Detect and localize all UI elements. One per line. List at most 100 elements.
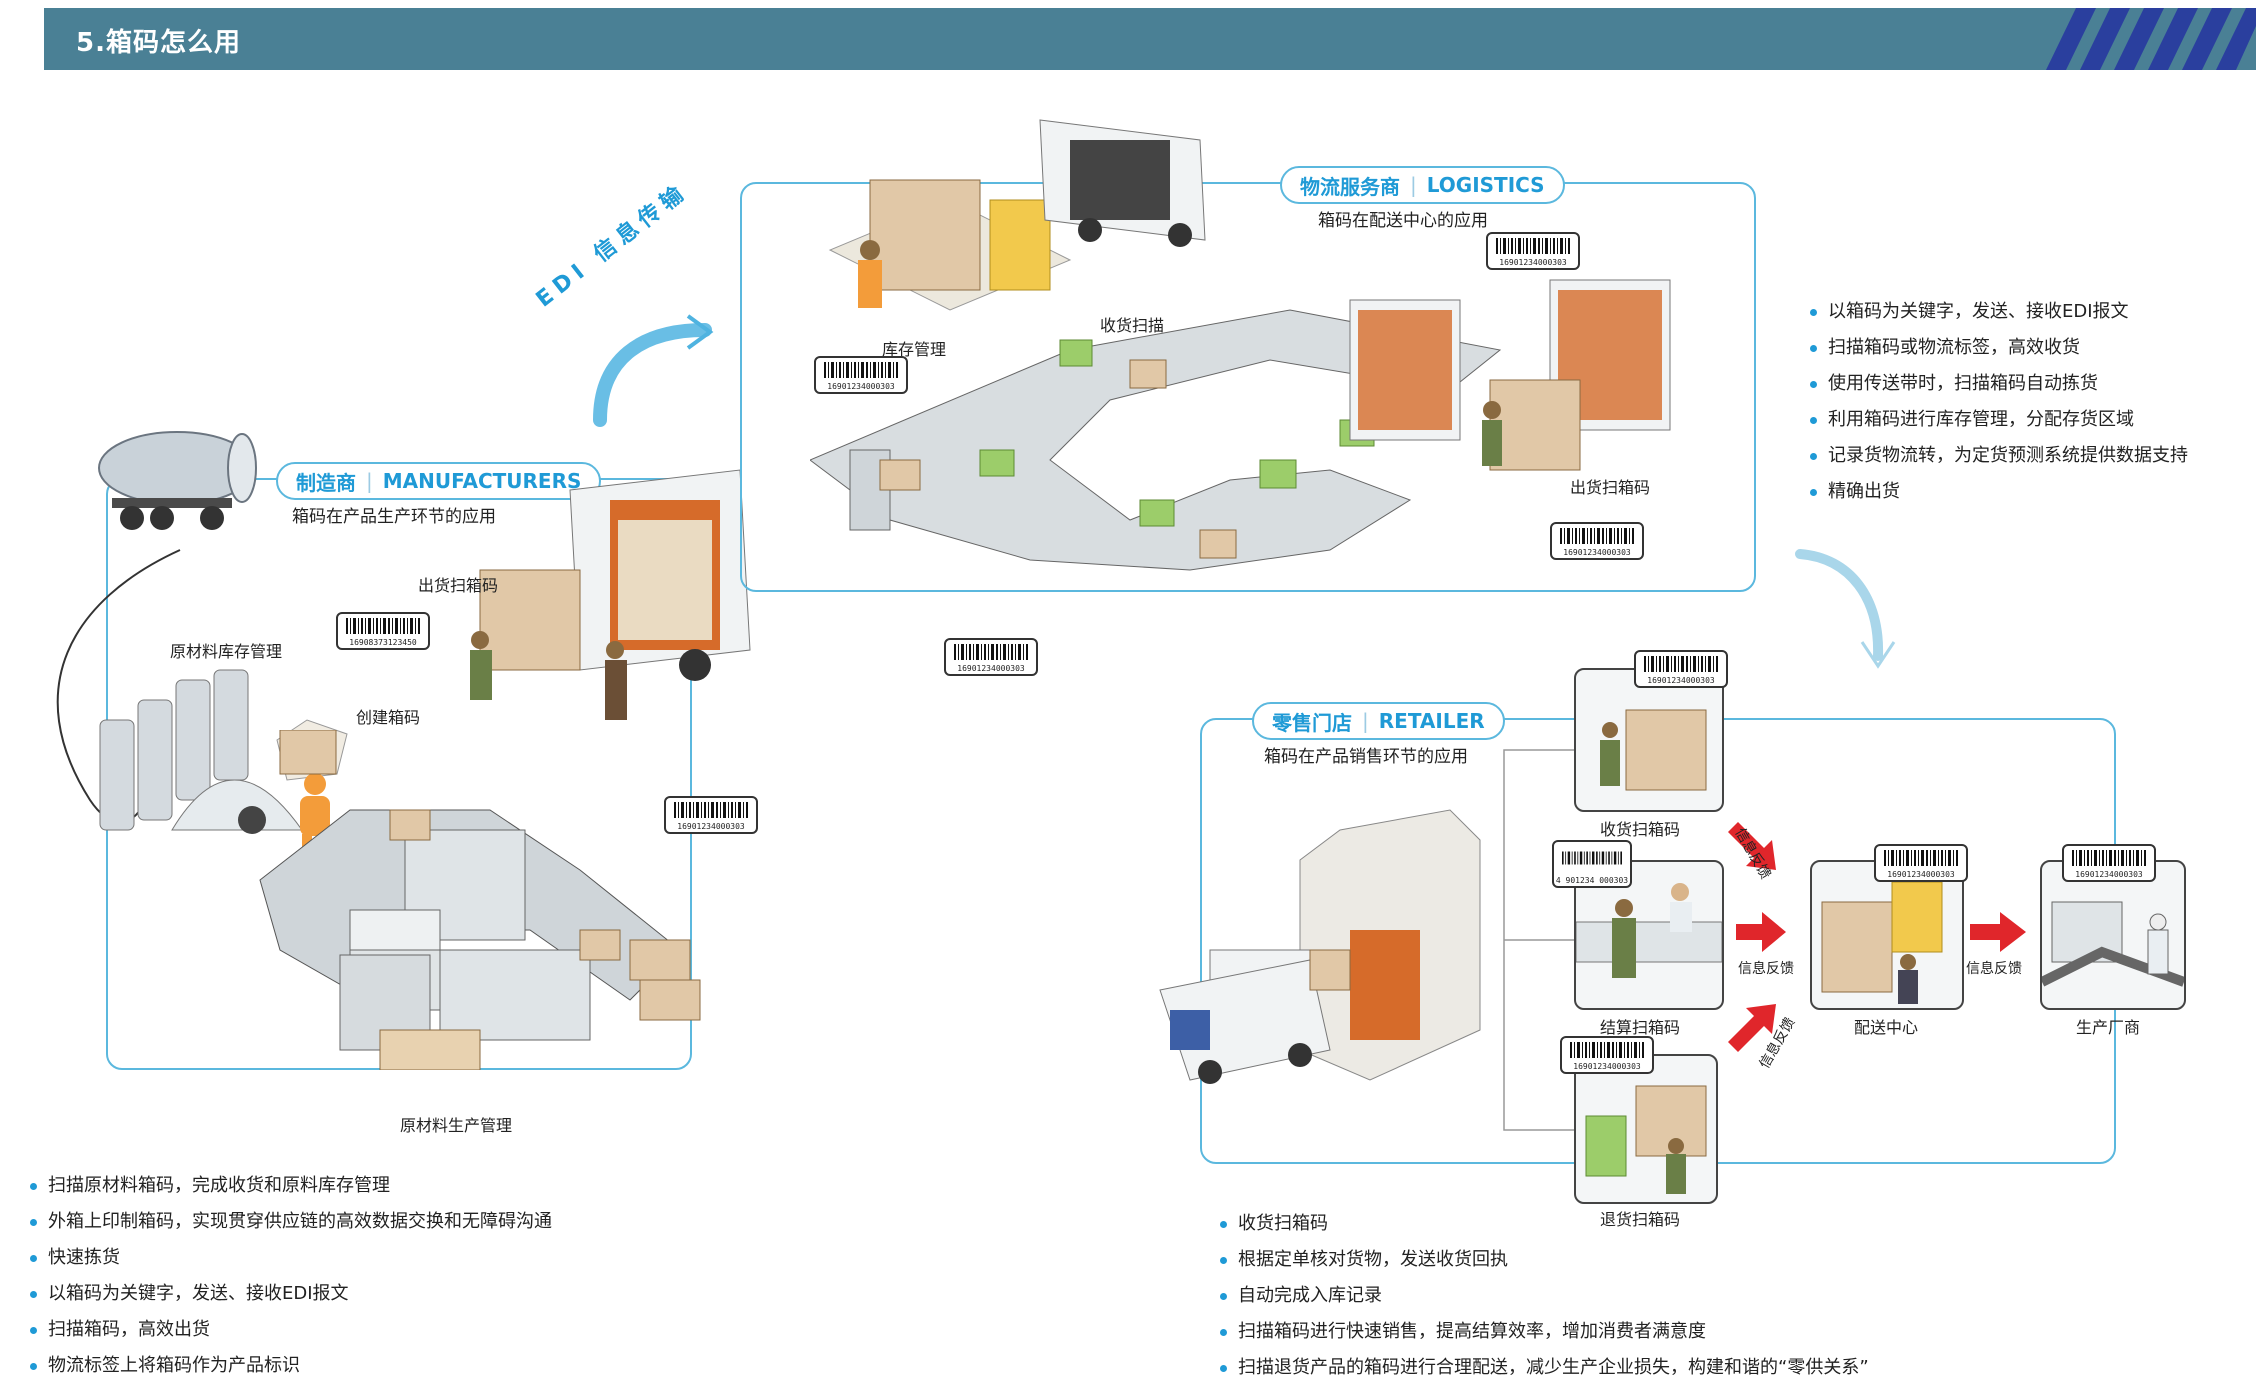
mfr-barcode-1-number: 16908373123450 — [349, 638, 417, 647]
ret-bullet: 收货扫箱码 — [1218, 1206, 1869, 1242]
retailer-subtitle: 箱码在产品销售环节的应用 — [1264, 747, 1468, 767]
logistics-panel — [740, 182, 1756, 592]
retail-distribution-thumbnail — [1810, 860, 1964, 1010]
logistics-subtitle: 箱码在配送中心的应用 — [1318, 211, 1488, 231]
ret-barcode-receive-number: 16901234000303 — [1647, 676, 1715, 685]
mfr-barcode-2-number: 16901234000303 — [677, 822, 745, 831]
ret-barcode-receive: 16901234000303 — [1634, 650, 1728, 688]
barcode-bars-icon — [1562, 851, 1622, 865]
retail-manufacturer-thumbnail — [2040, 860, 2186, 1010]
log-label-inventory: 库存管理 — [882, 340, 947, 359]
mfr-bullet: 以箱码为关键字，发送、接收EDI报文 — [28, 1276, 552, 1312]
manufacturers-title-en: MANUFACTURERS — [382, 469, 582, 493]
logistics-shipping-docks-illustration — [1349, 279, 1671, 471]
ret-label-checkout: 结算扫箱码 — [1600, 1018, 1681, 1037]
barcode-bars-icon — [674, 802, 748, 818]
ret-barcode-manufacturer-number: 16901234000303 — [2075, 870, 2143, 879]
retail-receive-thumbnail — [1574, 668, 1724, 812]
barcode-bars-icon — [2072, 850, 2146, 866]
mfr-label-create-code: 创建箱码 — [356, 708, 421, 727]
logistics-title-en: LOGISTICS — [1426, 173, 1545, 197]
mfr-barcode-1: 16908373123450 — [336, 612, 430, 650]
red-arrow-right-icon — [1970, 912, 2026, 952]
ret-barcode-return-number: 16901234000303 — [1573, 1062, 1641, 1071]
ret-barcode-checkout: 4 901234 000303 — [1552, 840, 1632, 888]
log-barcode-2: 16901234000303 — [1486, 232, 1580, 270]
log-barcode-1-number: 16901234000303 — [827, 382, 895, 391]
ret-label-manufacturer: 生产厂商 — [2076, 1018, 2141, 1037]
ret-label-return: 退货扫箱码 — [1600, 1210, 1681, 1229]
manufacturer-scene-icon — [2042, 901, 2184, 987]
log-bullet: 使用传送带时，扫描箱码自动拣货 — [1808, 366, 2188, 402]
ret-label-distribution: 配送中心 — [1854, 1018, 1919, 1037]
retailer-title-en: RETAILER — [1378, 709, 1485, 733]
feedback-label-4: 信息反馈 — [1966, 961, 2022, 977]
log-bullet: 利用箱码进行库存管理，分配存货区域 — [1808, 402, 2188, 438]
log-label-ship-scan: 出货扫箱码 — [1570, 478, 1651, 497]
feedback-label-2: 信息反馈 — [1738, 961, 1794, 977]
barcode-bars-icon — [1884, 850, 1958, 866]
edi-arrow-icon — [593, 314, 714, 427]
mfr-bullet: 扫描箱码，高效出货 — [28, 1312, 552, 1348]
ret-barcode-checkout-number: 4 901234 000303 — [1555, 876, 1629, 885]
logistics-conveyor-illustration — [810, 309, 1502, 571]
ret-bullet: 扫描退货产品的箱码进行合理配送，减少生产企业损失，构建和谐的“零供关系” — [1218, 1350, 1869, 1386]
logistics-receiving-truck-illustration — [1039, 119, 1206, 247]
receive-scene-icon — [1600, 709, 1707, 791]
connector-lines — [1503, 749, 1580, 1131]
logistics-title: 物流服务商|LOGISTICS — [1280, 166, 1565, 204]
red-arrow-right-icon — [1736, 912, 1786, 952]
mfr-label-raw-inventory: 原材料库存管理 — [170, 642, 283, 661]
log-barcode-4: 16901234000303 — [944, 638, 1038, 676]
section-title: 5.箱码怎么用 — [76, 28, 241, 58]
section-header: 5.箱码怎么用 — [44, 8, 2256, 70]
mfr-label-ship-scan: 出货扫箱码 — [418, 576, 499, 595]
log-label-receive-scan: 收货扫描 — [1100, 316, 1165, 335]
log-barcode-4-number: 16901234000303 — [957, 664, 1025, 673]
ret-label-receive: 收货扫箱码 — [1600, 820, 1681, 839]
barcode-bars-icon — [1496, 238, 1570, 254]
ret-bullet: 根据定单核对货物，发送收货回执 — [1218, 1242, 1869, 1278]
log-barcode-2-number: 16901234000303 — [1499, 258, 1567, 267]
return-scene-icon — [1585, 1085, 1707, 1194]
log-barcode-3: 16901234000303 — [1550, 522, 1644, 560]
log-barcode-3-number: 16901234000303 — [1563, 548, 1631, 557]
red-arrow-down-right-icon — [1728, 822, 1776, 870]
manufacturer-shipping-illustration — [470, 469, 751, 720]
ret-barcode-return: 16901234000303 — [1560, 1036, 1654, 1074]
manufacturers-bullets: 扫描原材料箱码，完成收货和原料库存管理 外箱上印制箱码，实现贯穿供应链的高效数据… — [28, 1168, 552, 1384]
retailer-title: 零售门店|RETAILER — [1252, 702, 1505, 740]
logistics-bullets: 以箱码为关键字，发送、接收EDI报文 扫描箱码或物流标签，高效收货 使用传送带时… — [1808, 294, 2188, 510]
warehouse-storage-illustration — [828, 179, 1072, 311]
retailer-bullets: 收货扫箱码 根据定单核对货物，发送收货回执 自动完成入库记录 扫描箱码进行快速销… — [1218, 1206, 1869, 1386]
barcode-bars-icon — [1570, 1042, 1644, 1058]
retail-return-thumbnail — [1574, 1054, 1718, 1204]
barcode-bars-icon — [954, 644, 1028, 660]
barcode-bars-icon — [1644, 656, 1718, 672]
ret-bullet: 自动完成入库记录 — [1218, 1278, 1869, 1314]
mfr-bullet: 物流标签上将箱码作为产品标识 — [28, 1348, 552, 1384]
mfr-label-raw-production: 原材料生产管理 — [400, 1116, 513, 1135]
header-stripes — [2046, 8, 2256, 70]
ret-barcode-manufacturer: 16901234000303 — [2062, 844, 2156, 882]
mfr-bullet: 扫描原材料箱码，完成收货和原料库存管理 — [28, 1168, 552, 1204]
log-bullet: 扫描箱码或物流标签，高效收货 — [1808, 330, 2188, 366]
barcode-bars-icon — [824, 362, 898, 378]
barcode-bars-icon — [346, 618, 420, 634]
log-bullet: 记录货物流转，为定货预测系统提供数据支持 — [1808, 438, 2188, 474]
checkout-scene-icon — [1576, 883, 1722, 978]
red-arrow-up-right-icon — [1728, 1004, 1776, 1052]
tanker-truck-illustration — [98, 431, 257, 530]
flow-arrow-down-icon — [1795, 549, 1896, 669]
barcode-bars-icon — [1560, 528, 1634, 544]
ret-barcode-distribution: 16901234000303 — [1874, 844, 1968, 882]
retail-store-illustration — [1159, 809, 1481, 1084]
manufacturers-title: 制造商|MANUFACTURERS — [276, 462, 602, 500]
retailer-title-cn: 零售门店 — [1272, 710, 1352, 735]
ret-barcode-distribution-number: 16901234000303 — [1887, 870, 1955, 879]
ret-bullet: 扫描箱码进行快速销售，提高结算效率，增加消费者满意度 — [1218, 1314, 1869, 1350]
mfr-barcode-2: 16901234000303 — [664, 796, 758, 834]
mfr-bullet: 快速拣货 — [28, 1240, 552, 1276]
distribution-scene-icon — [1821, 881, 1943, 1004]
production-line-illustration — [259, 730, 701, 1070]
